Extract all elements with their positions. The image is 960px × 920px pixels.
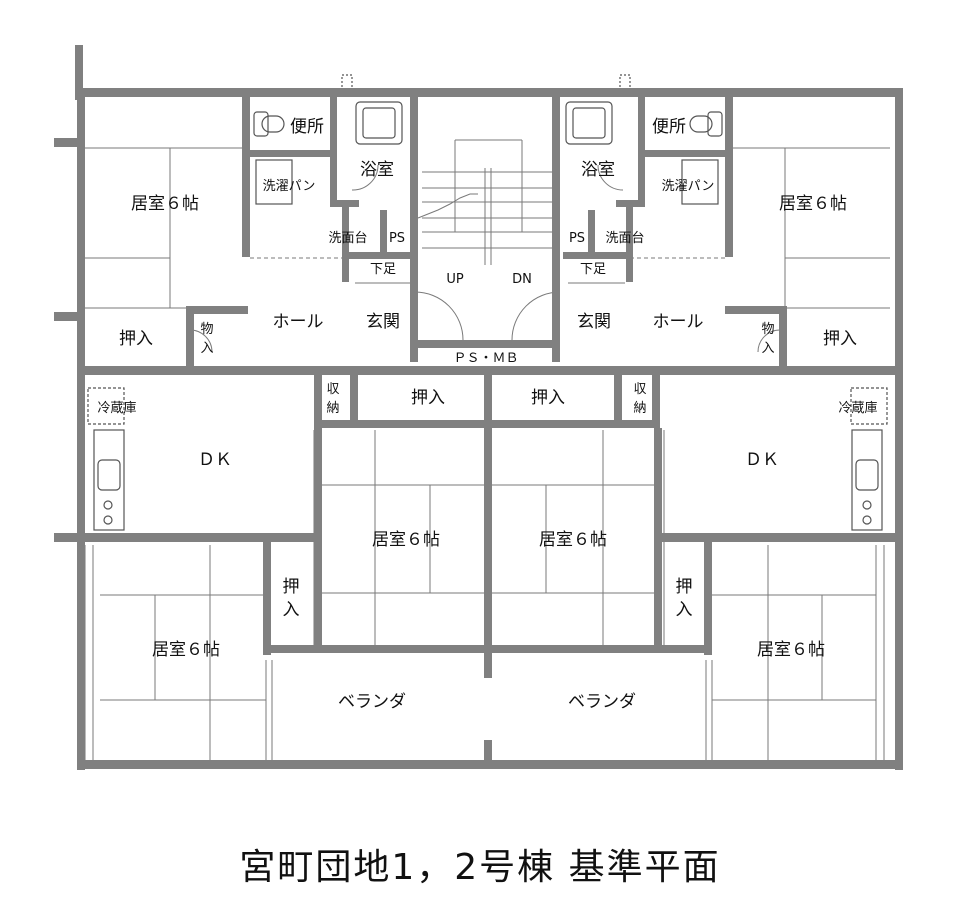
living-label-bottom-left: 居室６帖 bbox=[152, 640, 220, 660]
toilet-label-left: 便所 bbox=[290, 117, 324, 137]
shuno-label-right: 収 bbox=[633, 382, 646, 397]
ps-label-right: PS bbox=[569, 231, 585, 246]
veranda-label-left: ベランダ bbox=[338, 692, 406, 712]
storage-label-right: 物 bbox=[761, 322, 774, 337]
ps-mb-label: ＰＳ・ＭＢ bbox=[453, 351, 518, 366]
hall-label-left: ホール bbox=[273, 312, 324, 332]
closet-label-left-top: 押入 bbox=[119, 329, 153, 349]
closet-label-lower-left: 押 bbox=[283, 577, 300, 597]
toilet-right bbox=[707, 111, 723, 137]
plan-caption: 宮町団地1，2号棟 基準平面 bbox=[239, 847, 721, 888]
laundry-pan-right bbox=[681, 159, 719, 205]
living-label-left-top: 居室６帖 bbox=[131, 194, 199, 214]
closet-label-lower-right: 押 bbox=[676, 577, 693, 597]
entrance-label-right: 玄関 bbox=[577, 312, 611, 332]
storage-label-left: 物 bbox=[200, 322, 213, 337]
shoe-box-label-left: 下足 bbox=[370, 262, 396, 277]
entrance-label-left: 玄関 bbox=[366, 312, 400, 332]
kitchen-counter-left bbox=[93, 429, 125, 531]
storage-label-right-2: 入 bbox=[761, 341, 774, 356]
toilet-left bbox=[253, 111, 269, 137]
walls bbox=[54, 45, 903, 770]
shuno-label-left: 収 bbox=[326, 382, 339, 397]
washstand-label-left: 洗面台 bbox=[328, 231, 367, 246]
fridge-label-left: 冷蔵庫 bbox=[97, 401, 136, 416]
laundry-label-right: 洗濯パン bbox=[662, 179, 715, 194]
washstand-label-right: 洗面台 bbox=[605, 231, 644, 246]
fridge-right bbox=[850, 387, 888, 425]
closet-label-center-right: 押入 bbox=[531, 388, 565, 408]
shuno-label-left-2: 納 bbox=[326, 401, 339, 416]
fridge-left bbox=[87, 387, 125, 425]
shoe-box-label-right: 下足 bbox=[580, 262, 606, 277]
room-labels: 便所 浴室 洗濯パン 洗面台 PS 下足 玄関 ホール 居室６帖 押入 物 入 … bbox=[97, 117, 877, 712]
kitchen-counter-right bbox=[851, 429, 883, 531]
bath-label-right: 浴室 bbox=[581, 160, 615, 180]
laundry-pan-left bbox=[255, 159, 293, 205]
stair-up-label: UP bbox=[446, 272, 464, 287]
closet-label-lower-left-2: 入 bbox=[283, 600, 300, 620]
toilet-label-right: 便所 bbox=[652, 117, 686, 137]
hall-label-right: ホール bbox=[653, 312, 704, 332]
fixtures bbox=[87, 74, 888, 531]
closet-label-center-left: 押入 bbox=[411, 388, 445, 408]
living-label-center-right: 居室６帖 bbox=[539, 530, 607, 550]
shuno-label-right-2: 納 bbox=[633, 401, 646, 416]
storage-label-left-2: 入 bbox=[200, 341, 213, 356]
living-label-center-left: 居室６帖 bbox=[372, 530, 440, 550]
closet-label-right-top: 押入 bbox=[823, 329, 857, 349]
bathtub-right bbox=[565, 101, 613, 145]
stair-down-label: DN bbox=[512, 272, 532, 287]
ps-label-left: PS bbox=[389, 231, 405, 246]
living-label-bottom-right: 居室６帖 bbox=[757, 640, 825, 660]
bath-label-left: 浴室 bbox=[360, 160, 394, 180]
veranda-label-right: ベランダ bbox=[568, 692, 636, 712]
dk-label-right: ＤＫ bbox=[745, 450, 779, 470]
dk-label-left: ＤＫ bbox=[198, 450, 232, 470]
closet-label-lower-right-2: 入 bbox=[676, 600, 693, 620]
laundry-label-left: 洗濯パン bbox=[263, 179, 316, 194]
living-label-right-top: 居室６帖 bbox=[779, 194, 847, 214]
fridge-label-right: 冷蔵庫 bbox=[838, 401, 877, 416]
bathtub-left bbox=[355, 101, 403, 145]
